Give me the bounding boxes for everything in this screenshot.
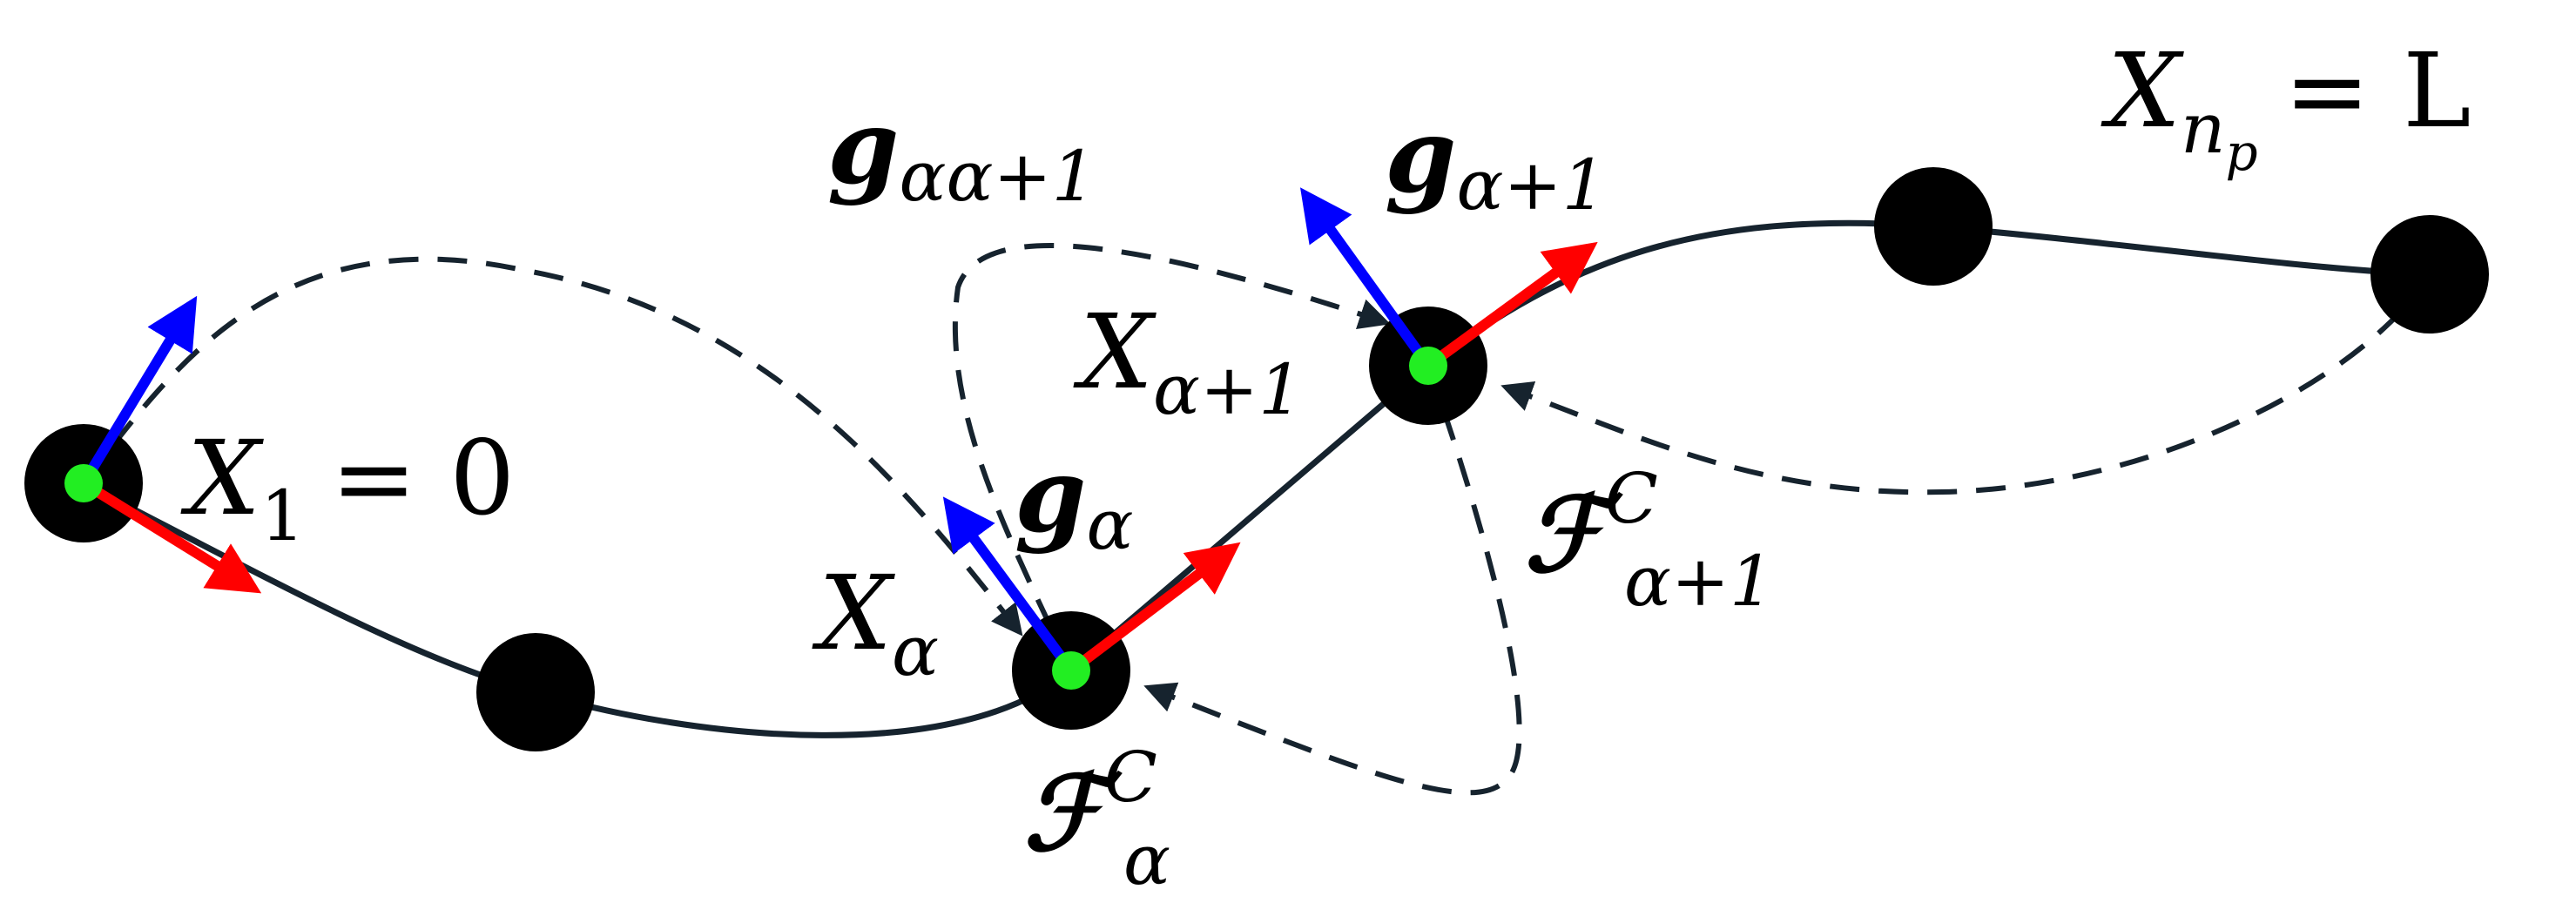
node-x-np [2370,215,2489,333]
normal-arrow-x-alpha1 [1300,187,1433,369]
dashed-link-alpha1-to-alpha [1143,364,1522,796]
dashed-link-np-to-alpha1 [1500,273,2432,495]
label-g-alpha1: gα+1 [1385,95,1606,226]
dashed-link-alpha-self [952,243,1391,672]
node-5 [1874,167,1993,286]
label-f-alpha1-sub: α+1 [1624,541,1774,622]
node-2 [476,633,595,751]
label-f-alpha-sub: α [1123,819,1170,900]
label-x-alpha1: Xα+1 [1073,292,1303,430]
center-x-alpha1 [1409,347,1447,385]
dashed-link-1-to-alpha [81,256,1023,637]
label-x1: X1= 0 [180,418,515,556]
center-x-alpha [1052,651,1090,690]
label-g-alpha: gα [1015,435,1134,565]
rod-curve [82,219,2431,738]
tangent-arrow-x1 [80,478,262,594]
tangent-arrow-x-alpha1 [1425,241,1598,370]
normal-arrow-x-alpha [942,496,1076,674]
label-x-np: Xnp= L [2101,30,2471,182]
label-g-alpha-alpha1: gαα+1 [827,86,1096,217]
normal-arrow-x1 [78,295,198,487]
center-x1 [64,464,103,502]
label-x-alpha: Xα [812,553,939,691]
tangent-arrow-x-alpha [1068,542,1241,675]
